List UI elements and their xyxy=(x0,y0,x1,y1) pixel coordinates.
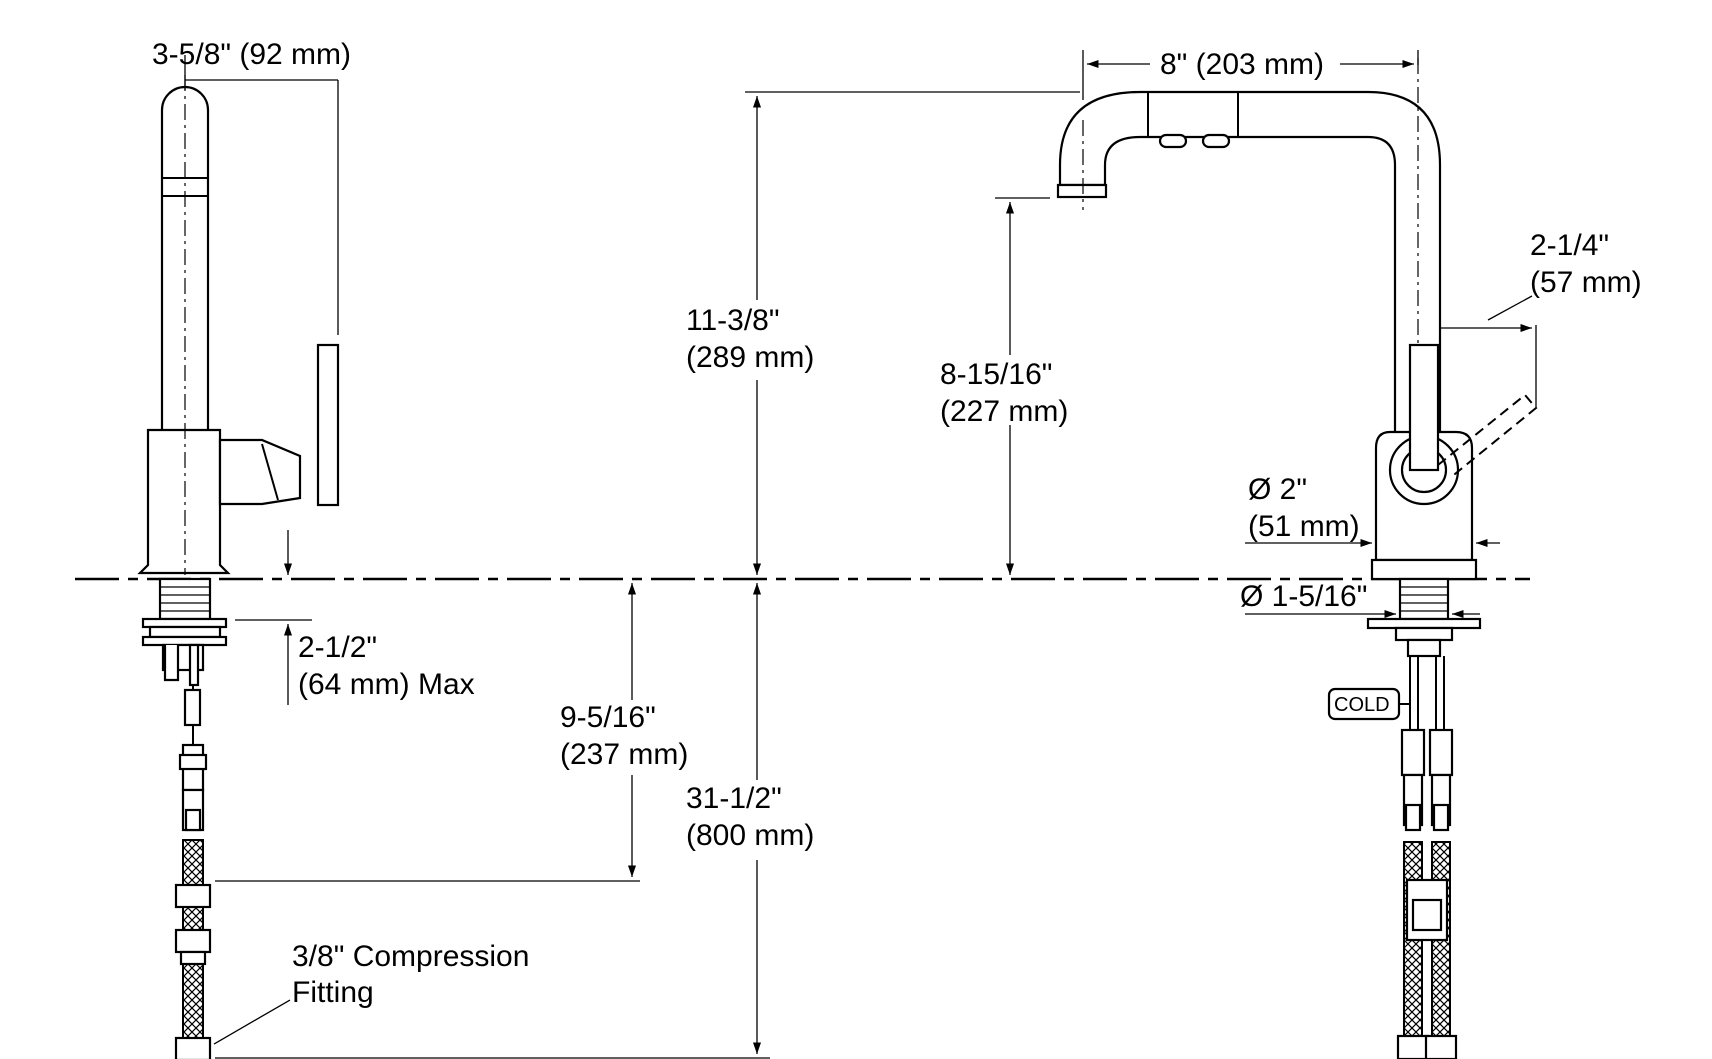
label-supply-length-in: 31-1/2" xyxy=(686,782,782,815)
dim-fitting-depth xyxy=(215,583,640,882)
dim-handle-clearance xyxy=(1440,295,1537,408)
label-spout-height-mm: (227 mm) xyxy=(940,395,1068,428)
dim-spout-reach xyxy=(1082,50,1419,100)
label-fitting-depth-mm: (237 mm) xyxy=(560,738,688,771)
leader-compression-fitting xyxy=(213,999,291,1045)
dim-width-side xyxy=(184,55,339,335)
label-deck-thickness-in: 2-1/2" xyxy=(298,631,377,664)
label-width-side: 3-5/8" (92 mm) xyxy=(152,38,351,71)
label-spout-reach: 8" (203 mm) xyxy=(1160,48,1324,81)
label-fitting-depth-in: 9-5/16" xyxy=(560,701,656,734)
label-spout-height-in: 8-15/16" xyxy=(940,358,1052,391)
label-overall-height-in: 11-3/8" xyxy=(686,304,780,337)
label-compression-line2: Fitting xyxy=(292,976,374,1009)
dim-spout-height xyxy=(995,197,1050,575)
label-overall-height-mm: (289 mm) xyxy=(686,341,814,374)
dim-supply-length xyxy=(215,583,770,1059)
dim-overall-height xyxy=(745,91,1080,575)
label-handle-clearance-mm: (57 mm) xyxy=(1530,266,1642,299)
dim-base-diameter xyxy=(1245,535,1500,552)
side-view-faucet xyxy=(137,75,340,1059)
label-supply-length-mm: (800 mm) xyxy=(686,819,814,852)
label-base-dia-in: Ø 2" xyxy=(1248,473,1307,506)
label-hole-dia: Ø 1-5/16" xyxy=(1240,580,1367,613)
label-base-dia-mm: (51 mm) xyxy=(1248,510,1360,543)
label-cold-tag: COLD xyxy=(1334,694,1390,716)
dim-deck-thickness xyxy=(235,530,312,705)
label-handle-clearance-in: 2-1/4" xyxy=(1530,229,1609,262)
label-deck-thickness-mm: (64 mm) Max xyxy=(298,668,475,701)
front-view-faucet: COLD xyxy=(1056,58,1538,1059)
label-compression-line1: 3/8" Compression xyxy=(292,940,529,973)
